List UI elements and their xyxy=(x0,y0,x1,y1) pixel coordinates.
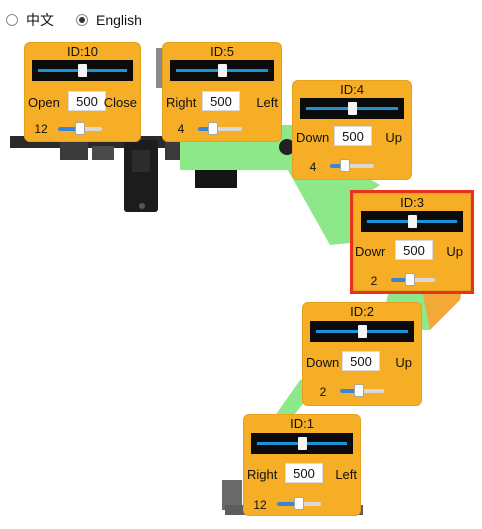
step-slider-track xyxy=(198,127,242,131)
servo-panel-id4: ID:4 Down 500 Up 4 xyxy=(292,80,412,180)
step-slider-thumb[interactable] xyxy=(405,273,415,286)
position-value-input[interactable]: 500 xyxy=(202,91,240,111)
servo-position-slider[interactable] xyxy=(310,321,414,342)
direction-left-label: Open xyxy=(28,95,60,110)
slider-thumb[interactable] xyxy=(408,215,417,228)
direction-right-label: Left xyxy=(256,95,278,110)
servo-horn xyxy=(132,150,150,172)
servo-screw xyxy=(139,203,145,209)
slider-thumb[interactable] xyxy=(298,437,307,450)
radio-chinese[interactable] xyxy=(6,14,18,26)
gripper-block xyxy=(60,142,88,160)
slider-thumb[interactable] xyxy=(358,325,367,338)
language-label-chinese: 中文 xyxy=(26,12,54,28)
language-label-english: English xyxy=(96,12,142,28)
position-value-input[interactable]: 500 xyxy=(342,351,380,371)
position-value-input[interactable]: 500 xyxy=(68,91,106,111)
direction-right-label: Up xyxy=(446,244,463,259)
servo-panel-id5: ID:5 Right 500 Left 4 xyxy=(162,42,282,142)
step-slider-fill xyxy=(277,502,299,506)
step-value: 4 xyxy=(177,122,185,136)
servo-position-slider[interactable] xyxy=(361,211,463,232)
servo-position-slider[interactable] xyxy=(32,60,133,81)
step-slider-thumb[interactable] xyxy=(208,122,218,135)
position-value-input[interactable]: 500 xyxy=(285,463,323,483)
servo-position-slider[interactable] xyxy=(300,98,404,119)
slider-thumb[interactable] xyxy=(78,64,87,77)
servo-position-slider[interactable] xyxy=(251,433,353,454)
position-value-input[interactable]: 500 xyxy=(395,240,433,260)
step-slider[interactable] xyxy=(277,497,321,511)
servo-title: ID:3 xyxy=(400,195,424,210)
step-slider-fill xyxy=(330,164,343,168)
step-slider[interactable] xyxy=(340,384,384,398)
step-slider-thumb[interactable] xyxy=(294,497,304,510)
step-value: 12 xyxy=(34,122,48,136)
step-slider[interactable] xyxy=(391,273,435,287)
direction-left-label: Down xyxy=(296,130,330,145)
slider-thumb[interactable] xyxy=(218,64,227,77)
direction-right-label: Close xyxy=(103,95,137,110)
position-value-input[interactable]: 500 xyxy=(334,126,372,146)
step-slider-fill xyxy=(58,127,80,131)
servo-panel-id3: ID:3 Dowr 500 Up 2 xyxy=(350,190,474,294)
servo-position-slider[interactable] xyxy=(170,60,274,81)
step-slider[interactable] xyxy=(58,122,102,136)
language-option-chinese[interactable]: 中文 xyxy=(6,10,54,30)
slider-thumb[interactable] xyxy=(348,102,357,115)
direction-left-label: Down xyxy=(306,355,340,370)
direction-left-label: Dowr xyxy=(355,244,386,259)
direction-left-label: Right xyxy=(166,95,197,110)
servo-panel-id1: ID:1 Right 500 Left 12 xyxy=(243,414,361,516)
servo-panel-id2: ID:2 Down 500 Up 2 xyxy=(302,302,422,406)
step-slider-thumb[interactable] xyxy=(75,122,85,135)
language-option-english[interactable]: English xyxy=(76,12,142,28)
radio-english[interactable] xyxy=(76,14,88,26)
servo-panel-id10: ID:10 Open 500 Close 12 xyxy=(24,42,141,142)
step-value: 4 xyxy=(309,160,317,174)
language-selector: 中文 English xyxy=(6,10,164,30)
base-post xyxy=(222,480,242,510)
direction-right-label: Up xyxy=(385,130,402,145)
step-value: 2 xyxy=(370,274,378,288)
step-slider-fill xyxy=(198,127,211,131)
direction-right-label: Up xyxy=(395,355,412,370)
servo-title: ID:5 xyxy=(210,44,234,59)
direction-right-label: Left xyxy=(335,467,357,482)
servo-title: ID:2 xyxy=(350,304,374,319)
step-value: 12 xyxy=(253,498,267,512)
step-slider-thumb[interactable] xyxy=(354,384,364,397)
joint-4-cap xyxy=(279,139,295,155)
direction-left-label: Right xyxy=(247,467,278,482)
step-slider[interactable] xyxy=(330,159,374,173)
step-slider-track xyxy=(330,164,374,168)
servo-title: ID:4 xyxy=(340,82,364,97)
servo-shaft xyxy=(156,48,166,88)
step-slider-fill xyxy=(340,389,358,393)
step-slider[interactable] xyxy=(198,122,242,136)
gripper-block-small xyxy=(92,146,114,160)
step-value: 2 xyxy=(319,385,327,399)
servo-title: ID:1 xyxy=(290,416,314,431)
servo-title: ID:10 xyxy=(66,44,99,59)
step-slider-thumb[interactable] xyxy=(340,159,350,172)
step-slider-fill xyxy=(391,278,409,282)
